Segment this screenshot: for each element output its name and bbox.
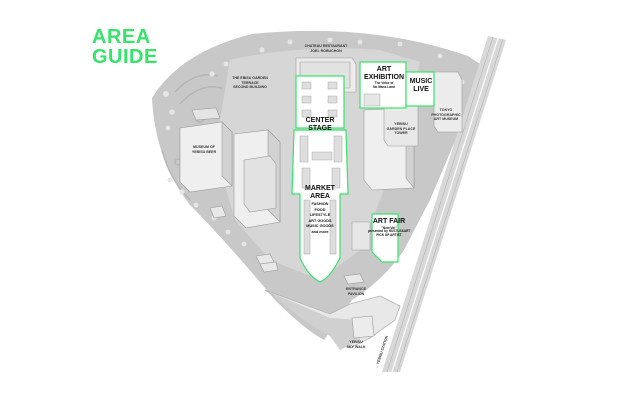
map-title-line1: AREA [92, 26, 151, 48]
chateau-line2: JOEL ROBUCHON [310, 48, 342, 53]
art-exhibition-sub2: No Mans Land [373, 84, 395, 89]
market-area-label[interactable]: MARKET AREA FASHION FOOD LIFESTYLE ART G… [300, 185, 340, 236]
lower-area [270, 292, 360, 350]
ebisu-terrace-label: THE EBISU GARDEN TERRACE SECOND BUILDING [222, 76, 278, 90]
pavilion-line2: PAVILION [347, 291, 365, 296]
ebisu-terrace-line1: THE EBISU GARDEN [232, 76, 268, 80]
market-item: LIFESTYLE [309, 213, 331, 218]
pavilion-line1: ENTRANCE [346, 287, 366, 291]
art-exhibition-sub1: The Voice of [374, 81, 394, 85]
art-fair-sub3: PICK UP ARTIST [376, 233, 402, 238]
art-fair-title: ART FAIR [372, 218, 406, 225]
art-fair-sub1: "New Vol" [381, 225, 397, 230]
chateau-line1: CHATEAU RESTAURANT [304, 44, 348, 48]
music-live-line1: MUSIC [409, 78, 433, 85]
art-exhibition-label[interactable]: ART EXHIBITION The Voice of No Mans Land [362, 66, 406, 90]
market-item: and more [311, 229, 329, 234]
market-item: FASHION [311, 202, 329, 206]
tower-line3: TOWER [394, 131, 408, 136]
market-item: ART GOODS [308, 218, 332, 223]
center-stage-line1: CENTER [305, 117, 335, 124]
photo-museum-line2: PHOTOGRAPHIC [431, 112, 461, 117]
skywalk-line1: YEBISU [349, 340, 363, 344]
center-stage-line2: STAGE [308, 124, 332, 132]
skywalk-line2: SKY WALK [346, 344, 366, 349]
pavilion-label: ENTRANCE PAVILION [338, 287, 374, 296]
music-live-label[interactable]: MUSIC LIVE [408, 78, 434, 93]
trees [163, 37, 465, 247]
art-exhibition-line1: ART [376, 66, 392, 73]
museum-line2: YEBISU BEER [191, 149, 217, 154]
event-zone-art-fair [351, 213, 399, 263]
tower-line2: GARDEN PLACE [386, 126, 416, 131]
photo-museum-line1: TOKYO [439, 108, 453, 112]
stage-grid [299, 81, 343, 255]
ebisu-terrace-line3: SECOND BUILDING [233, 85, 267, 90]
music-live-line2: LIVE [413, 85, 429, 93]
art-exhibition-line2: EXHIBITION [363, 73, 405, 81]
market-area-line1: MARKET [305, 185, 335, 192]
museum-line1: MUSEUM OF [193, 145, 215, 149]
art-fair-label[interactable]: ART FAIR "New Vol" presented by HUSTLE&A… [368, 218, 410, 238]
chateau-label: CHATEAU RESTAURANT JOEL ROBUCHON [296, 44, 356, 53]
center-stage-label[interactable]: CENTER STAGE [302, 117, 338, 132]
event-zone-art-music [359, 61, 435, 109]
museum-label: MUSEUM OF YEBISU BEER [182, 145, 226, 154]
railway [382, 36, 506, 373]
skywalk-label: YEBISU SKY WALK [340, 340, 372, 349]
tower-line1: YEBISU [394, 122, 408, 126]
market-item: FOOD [314, 207, 326, 212]
market-area-line2: AREA [310, 192, 330, 200]
map-title-line2: GUIDE [92, 46, 158, 68]
photo-museum-line3: ART MUSEUM [433, 117, 459, 122]
photo-museum-label: TOKYO PHOTOGRAPHIC ART MUSEUM [424, 108, 468, 122]
art-fair-sub2: presented by HUSTLE&ART [368, 229, 411, 234]
market-item: MUSIC GOODS [306, 224, 334, 229]
ebisu-terrace-line2: TERRACE [241, 80, 259, 85]
tower-label: YEBISU GARDEN PLACE TOWER [378, 122, 424, 136]
